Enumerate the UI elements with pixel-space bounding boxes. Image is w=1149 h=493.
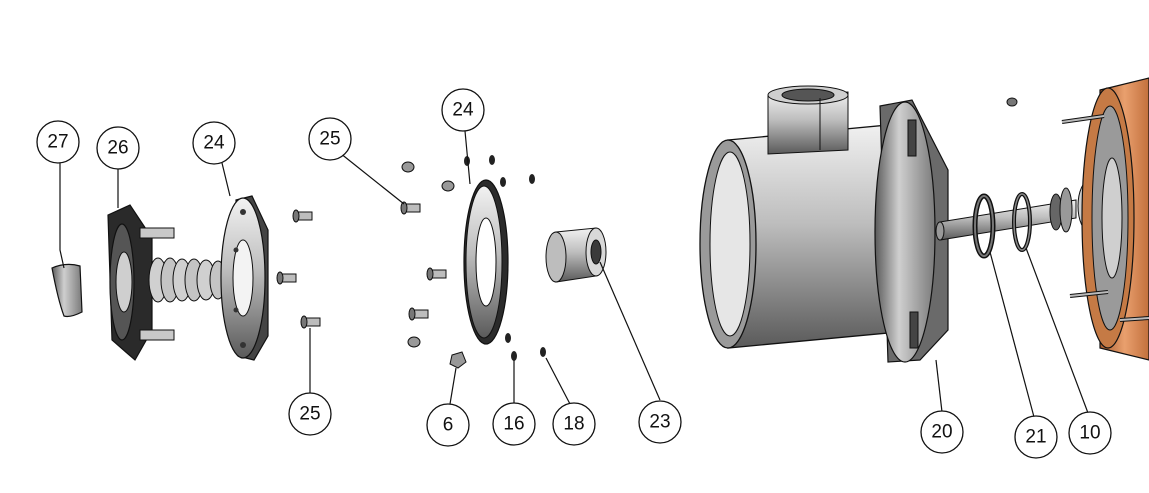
svg-text:25: 25 xyxy=(299,404,320,425)
small-bolt xyxy=(1006,97,1018,107)
leader-27 xyxy=(59,162,65,269)
callout-24: 24 xyxy=(192,121,236,165)
part-25-screws-middle xyxy=(400,161,455,348)
svg-text:25: 25 xyxy=(319,129,340,150)
small-pins xyxy=(464,155,546,361)
svg-text:23: 23 xyxy=(649,412,670,433)
callout-24: 24 xyxy=(441,88,485,132)
leader-21 xyxy=(989,251,1035,418)
svg-text:10: 10 xyxy=(1079,423,1100,444)
leader-10 xyxy=(1025,247,1089,414)
screw xyxy=(300,315,321,329)
screw xyxy=(400,201,421,215)
callout-25: 25 xyxy=(308,117,352,161)
callout-16: 16 xyxy=(492,402,536,446)
part-24-wear-ring xyxy=(463,179,509,345)
part-23-bushing xyxy=(545,227,607,283)
svg-text:21: 21 xyxy=(1025,427,1046,448)
part-10-ring xyxy=(1012,192,1032,252)
svg-text:20: 20 xyxy=(931,422,952,443)
part-26-impeller-spring xyxy=(107,204,243,361)
part-20-pump-housing xyxy=(699,85,949,363)
callout-23: 23 xyxy=(638,400,682,444)
leader-24-left xyxy=(221,162,231,197)
screw xyxy=(276,271,297,285)
part-6-nut xyxy=(449,351,467,369)
svg-text:6: 6 xyxy=(443,415,454,436)
callouts: 27 26 24 25 24 25 6 16 xyxy=(36,88,1112,459)
leader-24-middle xyxy=(464,130,471,185)
callout-6: 6 xyxy=(426,403,470,447)
callout-20: 20 xyxy=(920,410,964,454)
callout-25: 25 xyxy=(288,392,332,436)
svg-text:27: 27 xyxy=(47,132,68,153)
leader-lines xyxy=(59,130,1089,418)
callout-27: 27 xyxy=(36,120,80,164)
leader-6 xyxy=(449,367,457,405)
callout-21: 21 xyxy=(1014,415,1058,459)
callout-10: 10 xyxy=(1068,411,1112,455)
screw xyxy=(426,267,447,281)
svg-text:18: 18 xyxy=(563,414,584,435)
spring-coils xyxy=(148,257,227,303)
part-27-segment xyxy=(51,263,83,318)
leader-23 xyxy=(599,261,661,401)
svg-text:16: 16 xyxy=(503,414,524,435)
motor-tie-rods xyxy=(1061,114,1149,322)
part-24-flange-left xyxy=(220,195,269,361)
screw xyxy=(292,209,313,223)
part-21-o-ring xyxy=(972,193,996,259)
leader-18 xyxy=(545,357,571,405)
leader-20 xyxy=(935,359,943,413)
leader-25-top xyxy=(339,152,405,205)
motor-copper-housing xyxy=(1061,77,1149,361)
svg-text:26: 26 xyxy=(107,138,128,159)
callout-18: 18 xyxy=(552,402,596,446)
part-25-screws-left xyxy=(276,209,321,329)
callout-26: 26 xyxy=(96,126,140,170)
svg-text:24: 24 xyxy=(203,133,225,154)
screw xyxy=(408,307,429,321)
svg-text:24: 24 xyxy=(452,100,474,121)
